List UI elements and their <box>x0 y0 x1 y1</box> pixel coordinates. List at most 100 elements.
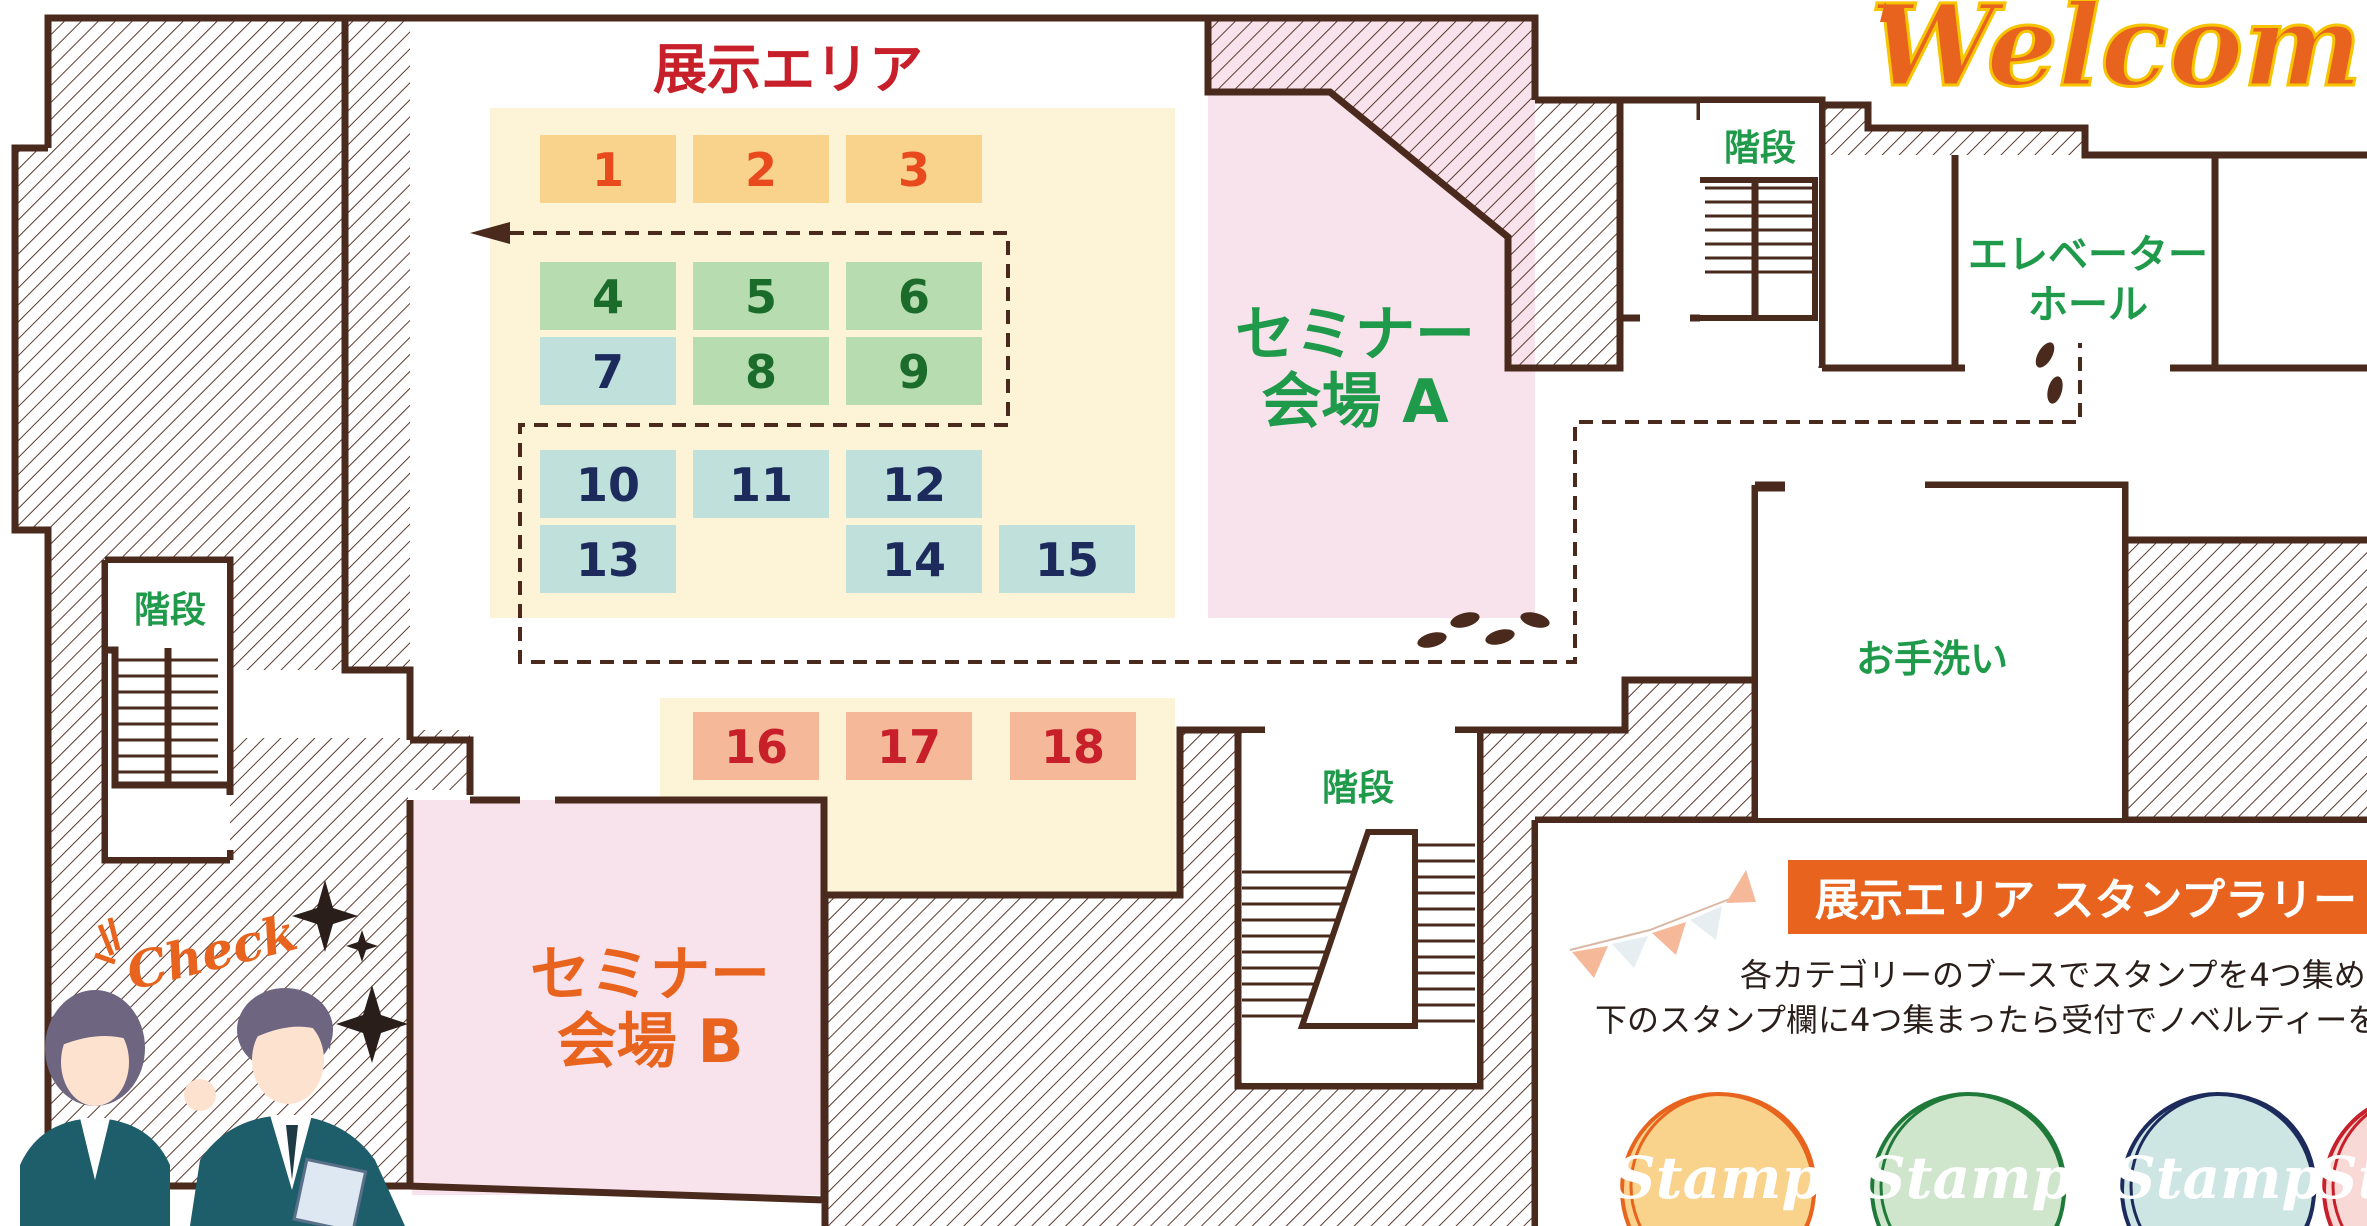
booth-number: 11 <box>729 458 793 512</box>
booth-box <box>846 135 982 203</box>
booth-box <box>540 262 676 330</box>
booth-1[interactable]: 1 <box>540 135 676 203</box>
stairs-label-left: 階段 <box>134 590 206 631</box>
booth-box <box>846 712 972 780</box>
booth-10[interactable]: 10 <box>540 450 676 518</box>
stamp-circle-outline <box>2129 1092 2317 1226</box>
booth-box <box>693 337 829 405</box>
booth-box <box>693 262 829 330</box>
route-arrow-icon <box>470 222 510 244</box>
booth-number: 10 <box>576 458 640 512</box>
hatch-restroom-right <box>2125 540 2367 820</box>
hatch-bottom-middle <box>825 680 1755 1226</box>
booth-box <box>540 450 676 518</box>
booth-7[interactable]: 7 <box>540 337 676 405</box>
booth-number: 4 <box>592 270 624 324</box>
elevator-hall-label-2: ホール <box>2028 282 2148 328</box>
booth-12[interactable]: 12 <box>846 450 982 518</box>
booth-box <box>846 337 982 405</box>
stamp-rally-panel: 展示エリア スタンプラリー 各カテゴリーのブースでスタンプを4つ集め 下のスタン… <box>1538 823 2367 1226</box>
seminar-room-a <box>1208 92 1535 618</box>
stairs-left <box>105 563 234 857</box>
booth-8[interactable]: 8 <box>693 337 829 405</box>
booth-number: 16 <box>724 720 788 774</box>
stamp-label: Stamp <box>1864 1144 2072 1212</box>
walls <box>11 14 2367 1226</box>
stamp-slot-4: Stamp <box>2316 1107 2367 1226</box>
booth-3[interactable]: 3 <box>846 135 982 203</box>
hatch-left <box>15 18 470 1186</box>
booth-15[interactable]: 15 <box>999 525 1135 593</box>
hatch-pink-corner <box>1208 18 1620 368</box>
stairs-label-top: 階段 <box>1724 128 1796 169</box>
booth-box <box>1010 712 1136 780</box>
welcome-quote-icon <box>1880 2 1895 22</box>
seminar-b-label-2: 会場 B <box>557 1007 744 1077</box>
stamp-label: Stamp <box>2316 1144 2367 1212</box>
booth-5[interactable]: 5 <box>693 262 829 330</box>
stamp-label: Stamp <box>2114 1144 2322 1212</box>
stamp-circle-outline <box>2331 1112 2367 1226</box>
staff-illustration <box>20 988 405 1226</box>
booth-box <box>846 262 982 330</box>
hatched-zones <box>15 18 2367 1226</box>
footprints-icon <box>1417 342 2063 648</box>
stamp-slot-3: Stamp <box>2114 1092 2322 1226</box>
bunting-flag-icon <box>1726 870 1756 903</box>
bunting-flag-icon <box>1652 922 1686 955</box>
stairs-bottom <box>1242 733 1477 1083</box>
seminar-a-label-2: 会場 A <box>1261 367 1449 437</box>
booth-16[interactable]: 16 <box>693 712 819 780</box>
bunting-flag-icon <box>1612 936 1648 968</box>
booth-4[interactable]: 4 <box>540 262 676 330</box>
booth-number: 3 <box>898 143 930 197</box>
booth-number: 18 <box>1041 720 1105 774</box>
booth-box <box>999 525 1135 593</box>
booth-6[interactable]: 6 <box>846 262 982 330</box>
sparkle-icon-small <box>346 930 378 962</box>
bunting-flag-icon <box>1572 946 1608 978</box>
booth-18[interactable]: 18 <box>1010 712 1136 780</box>
booth-number: 9 <box>898 345 930 399</box>
booth-box <box>693 135 829 203</box>
stamp-label: Stamp <box>1614 1144 1822 1212</box>
booth-number: 12 <box>882 458 946 512</box>
booth-13[interactable]: 13 <box>540 525 676 593</box>
booth-box <box>846 450 982 518</box>
booth-box <box>693 712 819 780</box>
booth-14[interactable]: 14 <box>846 525 982 593</box>
booth-box <box>540 337 676 405</box>
booth-number: 2 <box>745 143 777 197</box>
stairs-label-bottom: 階段 <box>1322 768 1394 809</box>
restroom[interactable] <box>1758 484 2122 818</box>
stairs-top <box>1700 103 1819 366</box>
booth-17[interactable]: 17 <box>846 712 972 780</box>
booth-box <box>540 525 676 593</box>
exhibit-area-title: 展示エリア <box>653 38 923 101</box>
rally-instruction-2: 下のスタンプ欄に4つ集まったら受付でノベルティーを <box>1595 1001 2367 1039</box>
welcome-text: Welcom <box>1870 0 2362 112</box>
booth-number: 7 <box>592 345 624 399</box>
hatch-mid-right <box>1535 100 1620 368</box>
booth-2[interactable]: 2 <box>693 135 829 203</box>
booth-11[interactable]: 11 <box>693 450 829 518</box>
elevator-hall-label-1: エレベーター <box>1968 232 2208 278</box>
stamp-circle-outline <box>1629 1092 1817 1226</box>
booth-number: 13 <box>576 533 640 587</box>
bunting-flag-icon <box>1690 906 1722 940</box>
walking-route <box>510 231 2082 664</box>
booth-box <box>693 450 829 518</box>
sparkle-icon-large <box>336 985 408 1063</box>
booth-number: 6 <box>898 270 930 324</box>
booth-9[interactable]: 9 <box>846 337 982 405</box>
rally-instruction-1: 各カテゴリーのブースでスタンプを4つ集め <box>1740 956 2366 994</box>
booth-number: 5 <box>745 270 777 324</box>
booth-number: 14 <box>882 533 946 587</box>
booth-number: 15 <box>1035 533 1099 587</box>
rally-banner-text: 展示エリア スタンプラリー <box>1815 875 2357 926</box>
seminar-room-b <box>412 800 824 1195</box>
stamp-slot-1: Stamp <box>1614 1092 1822 1226</box>
